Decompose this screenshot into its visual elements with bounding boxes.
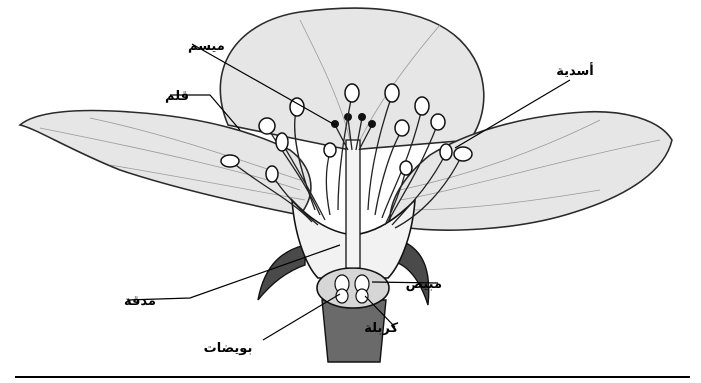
label-ovary: مبيض [406,277,442,292]
label-ovules: بويضات [204,341,253,356]
left-sepal [258,245,305,300]
label-stigma: ميسم [188,39,225,54]
label-carpel: كربلة [364,321,398,336]
label-style: قلم [165,89,189,104]
label-stamens: أسدية [556,62,594,79]
label-receptacle: مدقة [124,294,156,309]
ovary-body [317,268,389,308]
